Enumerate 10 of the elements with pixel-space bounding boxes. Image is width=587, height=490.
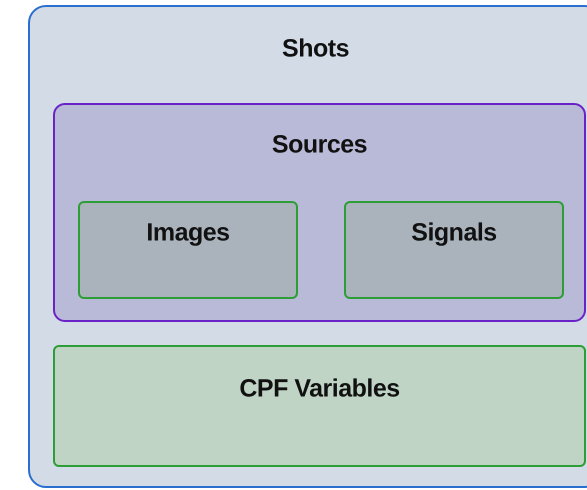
box-title: CPF Variables <box>239 374 400 404</box>
process-box <box>344 201 564 299</box>
group-box <box>53 103 586 322</box>
box-title: Sources <box>272 130 368 160</box>
process-box <box>53 345 586 467</box>
box-title: Shots <box>282 34 349 64</box>
container-box <box>28 5 587 488</box>
box-title: Images <box>146 218 230 248</box>
box-title: Signals <box>411 218 497 248</box>
process-box <box>78 201 298 299</box>
